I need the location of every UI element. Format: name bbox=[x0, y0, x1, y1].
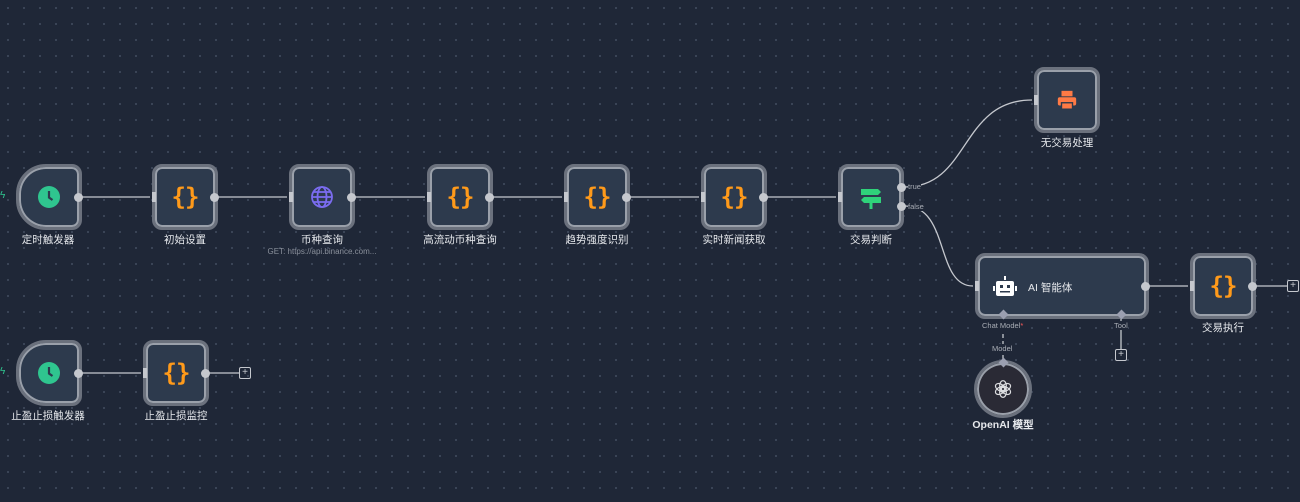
node-subtitle: GET: https://api.binance.com... bbox=[267, 247, 377, 256]
node-label: 止盈止损触发器 bbox=[11, 410, 85, 422]
port-label-true: true bbox=[908, 182, 921, 191]
input-port[interactable] bbox=[427, 192, 431, 202]
node-label: 定时触发器 bbox=[21, 234, 75, 246]
node-trend-strength[interactable]: {} bbox=[564, 164, 630, 230]
input-port[interactable] bbox=[289, 192, 293, 202]
clock-icon bbox=[38, 362, 60, 384]
node-tp-sl-monitor[interactable]: {} bbox=[143, 340, 209, 406]
trigger-bolt-icon: ϟ bbox=[0, 190, 6, 201]
input-port[interactable] bbox=[143, 368, 147, 378]
signpost-icon bbox=[859, 185, 883, 209]
node-schedule-trigger[interactable] bbox=[16, 164, 82, 230]
robot-icon bbox=[993, 275, 1017, 304]
node-liquidity-query[interactable]: {} bbox=[427, 164, 493, 230]
code-braces-icon: {} bbox=[171, 183, 200, 211]
openai-icon bbox=[993, 379, 1013, 399]
input-port[interactable] bbox=[152, 192, 156, 202]
output-port[interactable] bbox=[622, 193, 631, 202]
input-port[interactable] bbox=[1190, 281, 1194, 291]
output-port[interactable] bbox=[347, 193, 356, 202]
printer-icon bbox=[1056, 89, 1078, 111]
output-port[interactable] bbox=[485, 193, 494, 202]
clock-icon bbox=[38, 186, 60, 208]
node-label: 交易判断 bbox=[850, 234, 892, 246]
node-news-fetch[interactable]: {} bbox=[701, 164, 767, 230]
node-label: 交易执行 bbox=[1202, 322, 1244, 334]
node-label: 初始设置 bbox=[164, 234, 206, 246]
output-port[interactable] bbox=[201, 369, 210, 378]
node-ai-agent[interactable]: AI 智能体 bbox=[975, 253, 1149, 319]
node-label: 止盈止损监控 bbox=[144, 410, 208, 422]
input-port[interactable] bbox=[838, 192, 842, 202]
globe-icon bbox=[310, 185, 334, 209]
node-label: 高流动币种查询 bbox=[423, 234, 497, 246]
node-label: 币种查询 bbox=[301, 234, 343, 246]
edge bbox=[904, 99, 1033, 188]
input-port[interactable] bbox=[975, 281, 979, 291]
output-port-false[interactable] bbox=[897, 202, 906, 211]
add-node-button[interactable]: + bbox=[239, 367, 251, 379]
port-label-model: Model bbox=[992, 344, 1013, 353]
output-port[interactable] bbox=[74, 369, 83, 378]
output-port-true[interactable] bbox=[897, 183, 906, 192]
node-no-trade[interactable] bbox=[1034, 67, 1100, 133]
node-openai-model[interactable] bbox=[974, 360, 1032, 418]
input-port[interactable] bbox=[564, 192, 568, 202]
node-title: AI 智能体 bbox=[1028, 282, 1073, 294]
code-braces-icon: {} bbox=[162, 359, 191, 387]
node-trade-decision[interactable] bbox=[838, 164, 904, 230]
output-port[interactable] bbox=[759, 193, 768, 202]
node-trade-execute[interactable]: {} bbox=[1190, 253, 1256, 319]
node-init-settings[interactable]: {} bbox=[152, 164, 218, 230]
node-tp-sl-trigger[interactable] bbox=[16, 340, 82, 406]
output-port[interactable] bbox=[1141, 282, 1150, 291]
output-port[interactable] bbox=[210, 193, 219, 202]
node-label: OpenAI 模型 bbox=[972, 419, 1034, 431]
output-port[interactable] bbox=[1248, 282, 1257, 291]
code-braces-icon: {} bbox=[1209, 272, 1238, 300]
port-label-false: false bbox=[908, 202, 924, 211]
add-node-button[interactable]: + bbox=[1287, 280, 1299, 292]
port-label-tool: Tool bbox=[1114, 321, 1128, 330]
code-braces-icon: {} bbox=[583, 183, 612, 211]
input-port[interactable] bbox=[701, 192, 705, 202]
code-braces-icon: {} bbox=[446, 183, 475, 211]
port-label-chat-model: Chat Model* bbox=[982, 321, 1024, 330]
node-label: 趋势强度识别 bbox=[565, 234, 629, 246]
node-label: 实时新闻获取 bbox=[702, 234, 766, 246]
code-braces-icon: {} bbox=[720, 183, 749, 211]
output-port[interactable] bbox=[74, 193, 83, 202]
node-coin-query[interactable] bbox=[289, 164, 355, 230]
input-port[interactable] bbox=[1034, 95, 1038, 105]
node-label: 无交易处理 bbox=[1040, 137, 1094, 149]
trigger-bolt-icon: ϟ bbox=[0, 366, 6, 377]
add-tool-button[interactable]: + bbox=[1115, 349, 1127, 361]
